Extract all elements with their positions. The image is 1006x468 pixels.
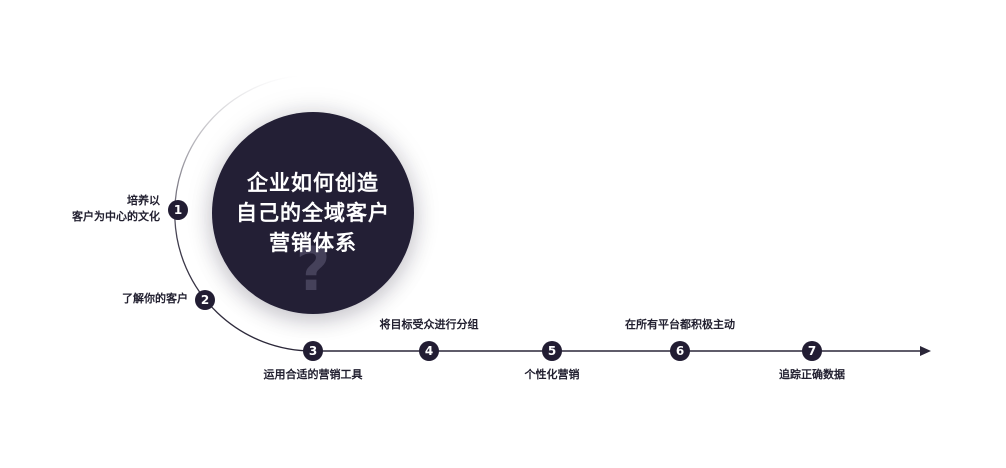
step-marker-1: 1 <box>168 200 188 220</box>
hub-title: 企业如何创造 自己的全域客户 营销体系 <box>212 168 414 258</box>
hub-title-line: 企业如何创造 <box>247 171 379 195</box>
step-marker-2: 2 <box>195 290 215 310</box>
hub-title-line: 自己的全域客户 <box>236 201 390 225</box>
step-marker-7: 7 <box>802 341 822 361</box>
question-mark-icon: ? <box>295 235 331 305</box>
step-label-2: 了解你的客户 <box>122 292 188 305</box>
central-hub-circle: ? 企业如何创造 自己的全域客户 营销体系 <box>212 112 414 314</box>
step-label-line: 培养以 <box>127 194 160 207</box>
step-marker-5: 5 <box>542 341 562 361</box>
step-label-5: 个性化营销 <box>524 368 580 381</box>
step-label-line: 客户为中心的文化 <box>72 210 160 223</box>
step-label-4: 将目标受众进行分组 <box>379 318 479 331</box>
hub-title-line: 营销体系 <box>269 231 357 255</box>
step-label-7: 追踪正确数据 <box>779 368 845 381</box>
step-marker-3: 3 <box>303 341 323 361</box>
step-label-1: 培养以 客户为中心的文化 <box>72 193 160 225</box>
step-label-6: 在所有平台都积极主动 <box>625 318 735 331</box>
step-marker-6: 6 <box>670 341 690 361</box>
step-marker-4: 4 <box>419 341 439 361</box>
step-label-3: 运用合适的营销工具 <box>263 368 363 381</box>
arrow-head-icon <box>920 346 931 356</box>
